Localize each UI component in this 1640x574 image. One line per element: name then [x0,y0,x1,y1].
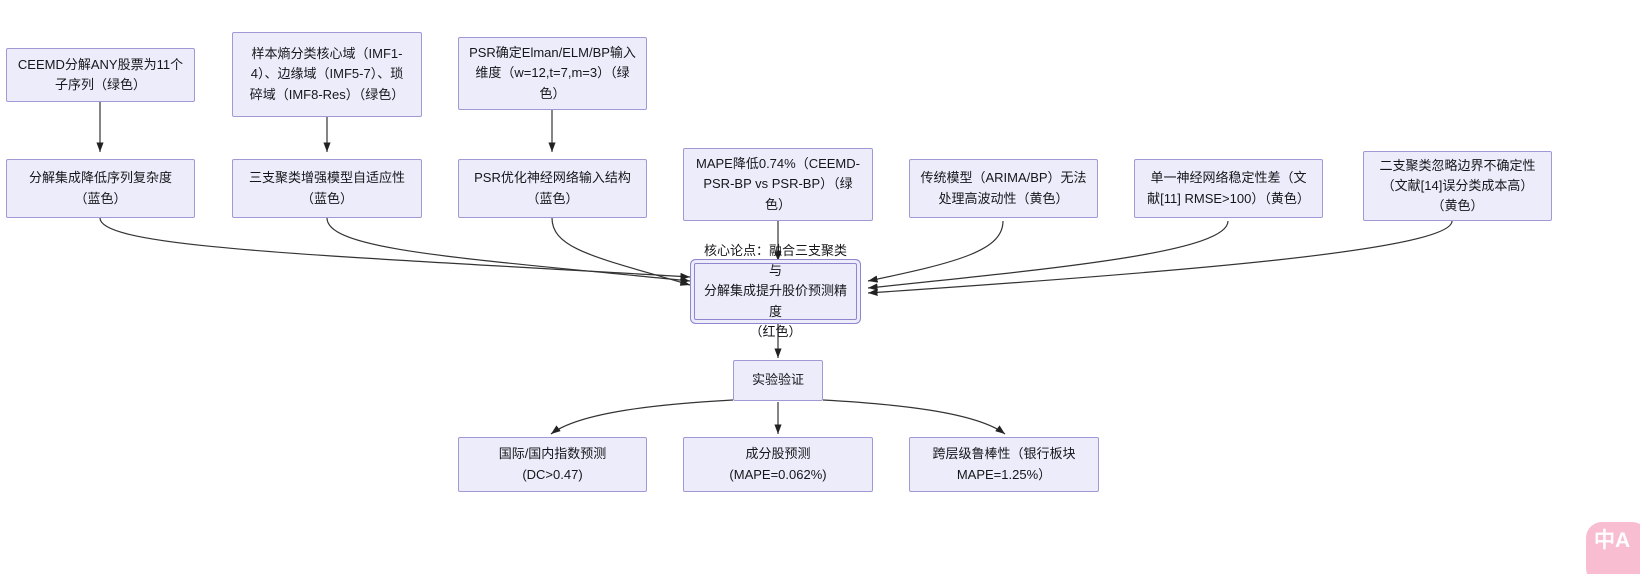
node-label: 三支聚类增强模型自适应性 （蓝色） [248,170,405,206]
node-sample-entropy-classification[interactable]: 样本熵分类核心域（IMF1- 4）、边缘域（IMF5-7）、琐 碎域（IMF8-… [232,32,422,117]
node-core-argument[interactable]: 核心论点：融合三支聚类与 分解集成提升股价预测精度 （红色） [694,243,857,339]
node-traditional-models-limitation[interactable]: 传统模型（ARIMA/BP）无法 处理高波动性（黄色） [909,159,1098,218]
node-label: CEEMD分解ANY股票为11个 子序列（绿色） [17,56,184,92]
node-ceemd-decomposition[interactable]: CEEMD分解ANY股票为11个 子序列（绿色） [6,48,195,102]
node-label: 核心论点：融合三支聚类与 分解集成提升股价预测精度 （红色） [703,243,847,339]
node-label: 传统模型（ARIMA/BP）无法 处理高波动性（黄色） [920,170,1087,206]
edge-verify-n13 [550,399,734,435]
node-single-network-instability[interactable]: 单一神经网络稳定性差（文 献[11] RMSE>100）（黄色） [1134,159,1323,218]
node-index-prediction[interactable]: 国际/国内指数预测 (DC>0.47) [458,437,647,492]
node-label: 国际/国内指数预测 (DC>0.47) [498,446,607,482]
node-label: MAPE降低0.74%（CEEMD- PSR-BP vs PSR-BP）（绿 色… [696,156,860,212]
node-cross-level-robustness[interactable]: 跨层级鲁棒性（银行板块 MAPE=1.25%） [909,437,1099,492]
node-psr-optimizes-network-input[interactable]: PSR优化神经网络输入结构 （蓝色） [458,159,647,218]
node-label: 成分股预测 (MAPE=0.062%) [729,446,827,482]
edge-n5-core [326,217,691,284]
edge-n9-core [867,220,1229,291]
node-psr-input-dimension[interactable]: PSR确定Elman/ELM/BP输入 维度（w=12,t=7,m=3）（绿 色… [458,37,647,110]
node-label: 二支聚类忽略边界不确定性 （文献[14]误分类成本高） （黄色） [1379,157,1536,214]
node-experimental-verification[interactable]: 实验验证 [733,360,823,401]
edge-n8-core [867,220,1004,283]
watermark-badge: 中A [1586,522,1640,574]
edge-n10-core [867,220,1453,296]
node-label: 单一神经网络稳定性差（文 献[11] RMSE>100）（黄色） [1147,170,1310,206]
node-three-way-clustering-adaptivity[interactable]: 三支聚类增强模型自适应性 （蓝色） [232,159,422,218]
edge-n6-core [551,217,691,286]
edge-n4-core [99,217,691,281]
node-label: 实验验证 [751,372,804,388]
node-label: 分解集成降低序列复杂度 （蓝色） [28,170,172,206]
node-label: PSR优化神经网络输入结构 （蓝色） [474,170,631,206]
node-label: PSR确定Elman/ELM/BP输入 维度（w=12,t=7,m=3）（绿 色… [469,45,636,101]
node-decomposition-reduces-complexity[interactable]: 分解集成降低序列复杂度 （蓝色） [6,159,195,218]
node-mape-reduction[interactable]: MAPE降低0.74%（CEEMD- PSR-BP vs PSR-BP）（绿 色… [683,148,873,221]
node-two-way-clustering-limitation[interactable]: 二支聚类忽略边界不确定性 （文献[14]误分类成本高） （黄色） [1363,151,1552,221]
node-constituent-stock-prediction[interactable]: 成分股预测 (MAPE=0.062%) [683,437,873,492]
edge-verify-n15 [822,399,1006,435]
node-label: 样本熵分类核心域（IMF1- 4）、边缘域（IMF5-7）、琐 碎域（IMF8-… [249,46,405,102]
node-label: 跨层级鲁棒性（银行板块 MAPE=1.25%） [932,446,1076,482]
